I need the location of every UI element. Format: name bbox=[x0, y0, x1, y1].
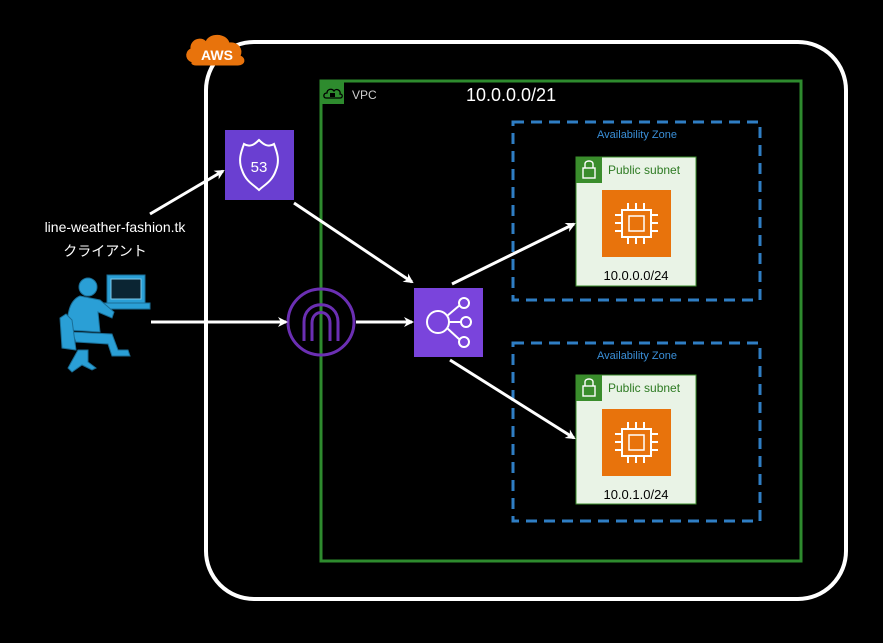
client-domain: line-weather-fashion.tk bbox=[45, 219, 187, 235]
load-balancer-icon bbox=[414, 288, 483, 357]
vpc-boundary bbox=[319, 79, 803, 563]
availability-zone-1 bbox=[511, 120, 762, 302]
route53-number: 53 bbox=[251, 159, 268, 176]
public-subnet-1: Public subnet 10.0.0.0/24 bbox=[575, 156, 697, 287]
internet-gateway-icon bbox=[286, 287, 356, 357]
vpc-label: VPC bbox=[352, 88, 377, 102]
arrow-elb-to-ec2-2 bbox=[449, 358, 576, 440]
availability-zone-2-label: Availability Zone bbox=[597, 350, 677, 362]
public-subnet-2-label: Public subnet bbox=[608, 381, 681, 395]
aws-cloud-icon: AWS bbox=[186, 34, 245, 66]
arrow-elb-to-ec2-1 bbox=[451, 222, 576, 286]
aws-badge-label: AWS bbox=[201, 47, 233, 63]
arrow-route53-to-elb bbox=[293, 201, 414, 284]
availability-zone-1-label: Availability Zone bbox=[597, 129, 677, 141]
client-person-icon bbox=[59, 274, 151, 373]
public-subnet-2-cidr: 10.0.1.0/24 bbox=[603, 487, 668, 502]
client-label: クライアント bbox=[63, 243, 146, 259]
route53-icon: 53 bbox=[225, 130, 294, 200]
aws-cloud-boundary bbox=[204, 40, 848, 601]
vpc-cidr: 10.0.0.0/21 bbox=[466, 85, 556, 105]
availability-zone-2 bbox=[511, 341, 762, 523]
arrow-client-to-route53 bbox=[149, 169, 225, 216]
vpc-icon bbox=[322, 82, 344, 104]
ec2-instance-2-icon bbox=[602, 409, 671, 476]
public-subnet-2: Public subnet 10.0.1.0/24 bbox=[575, 374, 697, 505]
public-subnet-1-cidr: 10.0.0.0/24 bbox=[603, 268, 668, 283]
public-subnet-1-label: Public subnet bbox=[608, 163, 681, 177]
ec2-instance-1-icon bbox=[602, 190, 671, 257]
